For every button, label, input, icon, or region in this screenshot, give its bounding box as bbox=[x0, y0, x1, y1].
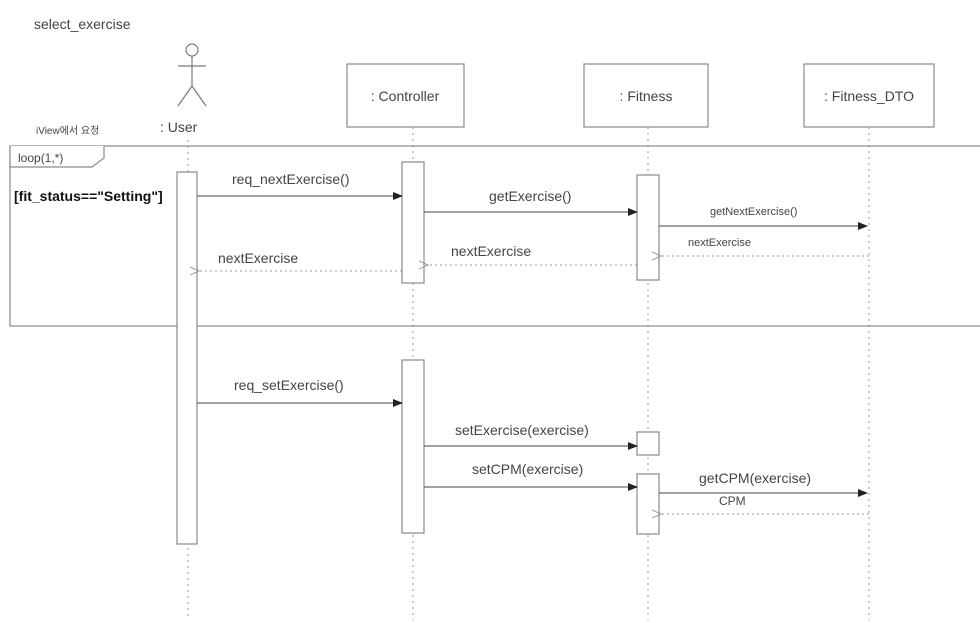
return-nextexercise-controller: nextExercise bbox=[199, 250, 402, 271]
message-label: nextExercise bbox=[688, 237, 751, 249]
participant-fitness-dto-label: : Fitness_DTO bbox=[824, 88, 914, 104]
message-label: setExercise(exercise) bbox=[455, 422, 589, 438]
activation-fitness-3 bbox=[636, 473, 660, 535]
return-nextexercise-fitness: nextExercise bbox=[428, 243, 637, 265]
return-nextexercise-dto: nextExercise bbox=[661, 237, 869, 256]
participant-fitness-label: : Fitness bbox=[620, 88, 673, 104]
message-getexercise: getExercise() bbox=[424, 188, 638, 216]
diagram-title: select_exercise bbox=[34, 16, 131, 32]
actor-user: : User iView에서 요청 bbox=[36, 43, 207, 137]
participant-controller: : Controller bbox=[346, 63, 465, 128]
message-req-setexercise: req_setExercise() bbox=[197, 377, 403, 407]
message-label: getCPM(exercise) bbox=[699, 470, 811, 486]
message-label: req_nextExercise() bbox=[232, 171, 350, 187]
stick-figure-icon bbox=[177, 43, 207, 107]
participant-fitness: : Fitness bbox=[583, 63, 709, 128]
message-label: nextExercise bbox=[218, 250, 298, 266]
message-label: nextExercise bbox=[451, 243, 531, 259]
actor-note: iView에서 요청 bbox=[36, 125, 99, 137]
message-label: getNextExercise() bbox=[710, 206, 797, 218]
activation-controller-2 bbox=[401, 359, 425, 534]
message-setcpm: setCPM(exercise) bbox=[424, 461, 638, 491]
loop-label: loop(1,*) bbox=[18, 151, 63, 165]
message-label: setCPM(exercise) bbox=[472, 461, 583, 477]
participant-fitness-dto: : Fitness_DTO bbox=[803, 63, 935, 128]
activation-fitness-2 bbox=[636, 431, 660, 456]
participant-controller-label: : Controller bbox=[371, 88, 440, 104]
activation-user bbox=[176, 171, 198, 545]
message-label: req_setExercise() bbox=[234, 377, 344, 393]
loop-guard: [fit_status=="Setting"] bbox=[14, 188, 163, 204]
activation-controller-1 bbox=[401, 161, 425, 284]
message-req-nextexercise: req_nextExercise() bbox=[197, 171, 403, 200]
return-cpm: CPM bbox=[661, 494, 869, 514]
message-getnextexercise: getNextExercise() bbox=[659, 206, 868, 230]
activation-fitness-1 bbox=[636, 174, 660, 281]
message-label: getExercise() bbox=[489, 188, 571, 204]
loop-frame: loop(1,*) [fit_status=="Setting"] bbox=[9, 145, 980, 327]
message-setexercise: setExercise(exercise) bbox=[424, 422, 638, 450]
message-label: CPM bbox=[719, 494, 746, 508]
actor-user-label: : User bbox=[160, 119, 198, 135]
message-getcpm: getCPM(exercise) bbox=[659, 470, 868, 497]
